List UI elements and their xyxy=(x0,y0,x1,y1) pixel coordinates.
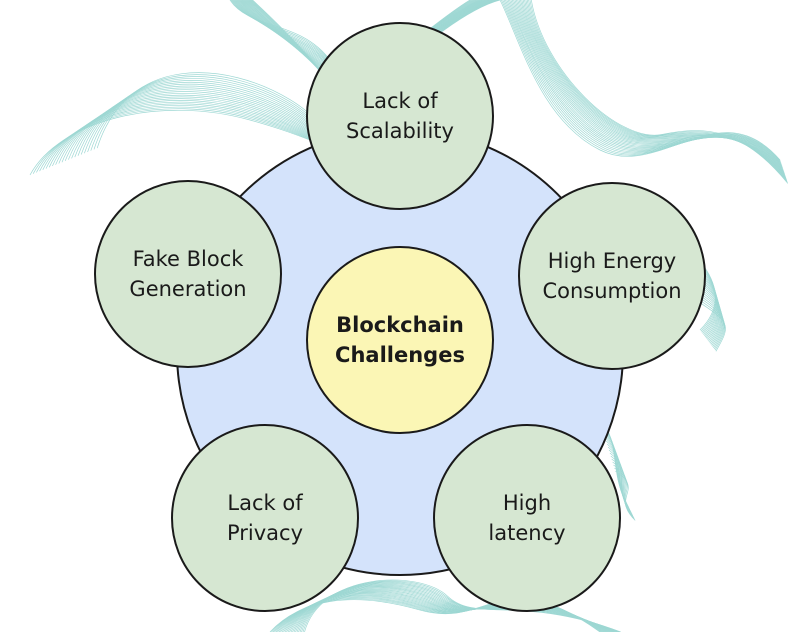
node-label: High latency xyxy=(488,491,566,545)
node-high-latency: High latency xyxy=(433,424,621,612)
wave-line xyxy=(502,0,781,163)
wave-line xyxy=(503,0,782,164)
node-lack-of-scalability: Lack of Scalability xyxy=(306,22,494,210)
center-label: Blockchain Challenges xyxy=(335,313,465,367)
wave-line xyxy=(526,0,788,181)
wave-line xyxy=(304,579,621,632)
node-lack-of-privacy: Lack of Privacy xyxy=(171,424,359,612)
wave-line xyxy=(77,83,331,156)
wave-line xyxy=(501,0,781,162)
wave-line xyxy=(74,85,331,158)
wave-line xyxy=(499,0,781,161)
center-node-blockchain-challenges: Blockchain Challenges xyxy=(306,246,494,434)
node-label: Lack of Privacy xyxy=(226,491,304,545)
wave-line xyxy=(530,0,789,184)
node-label: High Energy Consumption xyxy=(542,249,682,303)
wave-line xyxy=(700,302,726,352)
node-high-energy-consumption: High Energy Consumption xyxy=(518,182,706,370)
wave-line xyxy=(505,0,782,165)
wave-line xyxy=(529,0,788,183)
wave-line xyxy=(615,470,636,521)
wave-line xyxy=(614,467,635,520)
node-fake-block-generation: Fake Block Generation xyxy=(94,180,282,368)
node-label: Lack of Scalability xyxy=(346,89,454,143)
wave-line xyxy=(511,0,784,170)
node-label: Fake Block Generation xyxy=(129,247,247,301)
wave-line xyxy=(613,464,635,519)
